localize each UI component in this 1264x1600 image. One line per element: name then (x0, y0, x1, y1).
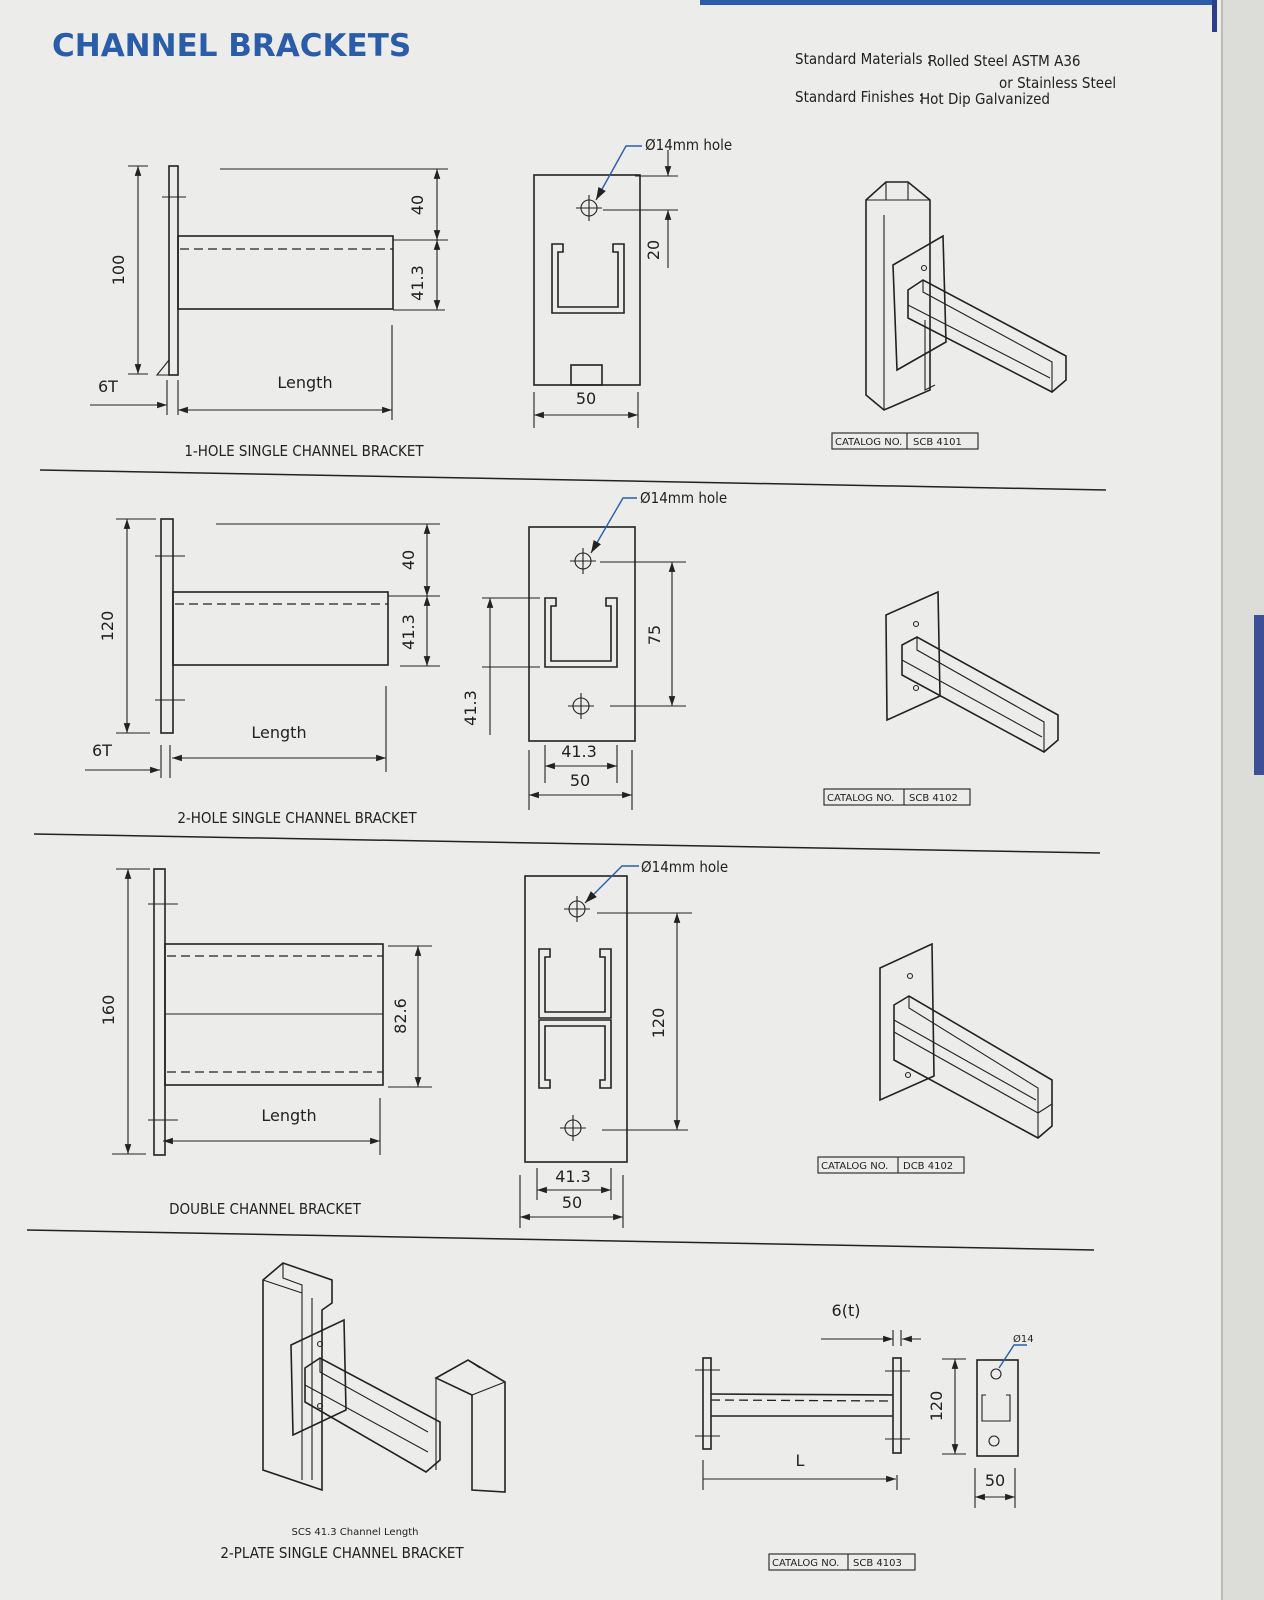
catalog-number: DCB 4102 (903, 1161, 953, 1172)
section-title: 2-HOLE SINGLE CHANNEL BRACKET (177, 809, 417, 827)
section-double-bracket: 82.6 160 Length DOUBLE CHANNEL BRACKET 1… (99, 858, 1053, 1228)
section-2hole-bracket: 40 41.3 120 6T Length 2-HOLE SINGLE CHAN… (85, 489, 1059, 827)
dim-top: 40 (408, 195, 427, 215)
side-view: 40 41.3 100 6T Length (90, 165, 448, 420)
dim-channel-width: 41.3 (561, 742, 597, 761)
section-title: 2-PLATE SINGLE CHANNEL BRACKET (220, 1544, 464, 1562)
section-divider (33, 833, 1101, 854)
front-view: 20 50 Ø14mm hole (533, 136, 732, 428)
hole-label: Ø14mm hole (645, 136, 732, 154)
catalog-label: CATALOG NO. (821, 1161, 888, 1172)
isometric-view (879, 942, 1053, 1139)
section-subtitle: SCS 41.3 Channel Length (291, 1527, 418, 1538)
materials-value: Rolled Steel ASTM A36 (928, 52, 1080, 70)
top-rule (700, 0, 1212, 5)
dim-width: 50 (570, 771, 590, 790)
section-2plate-bracket: SCS 41.3 Channel Length 2-PLATE SINGLE C… (220, 1262, 1034, 1571)
finishes-value: Hot Dip Galvanized (920, 90, 1050, 108)
catalog-number: SCB 4101 (913, 437, 962, 448)
section-title: 1-HOLE SINGLE CHANNEL BRACKET (184, 442, 424, 460)
dim-hole-spacing: 120 (649, 1008, 668, 1039)
page-edge (1222, 0, 1264, 1600)
catalog-box: CATALOG NO. SCB 4103 (768, 1553, 916, 1571)
section-1hole-bracket: 40 41.3 100 6T Length 1-HOLE SINGLE CHAN… (90, 136, 1067, 460)
catalog-label: CATALOG NO. (835, 437, 902, 448)
side-view: 40 41.3 120 6T Length (85, 518, 440, 778)
materials-alt: or Stainless Steel (999, 74, 1116, 92)
dim-hole-spacing: 20 (644, 240, 663, 260)
dim-thickness: 6T (92, 741, 112, 760)
dim-height: 120 (98, 611, 117, 642)
materials-info: Standard Materials : Rolled Steel ASTM A… (795, 50, 1116, 108)
dim-length: Length (251, 723, 306, 742)
dim-height: 120 (927, 1391, 946, 1422)
dim-height: 100 (109, 255, 128, 286)
dim-channel: 82.6 (391, 998, 410, 1034)
dim-height: 160 (99, 995, 118, 1026)
svg-text:Standard Materials :: Standard Materials : (795, 50, 931, 68)
isometric-view (865, 181, 1067, 411)
finishes-label: Standard Finishes : (795, 88, 923, 106)
isometric-view (885, 590, 1059, 753)
edge-stripe (1254, 615, 1264, 775)
catalog-label: CATALOG NO. (827, 793, 894, 804)
catalog-box: CATALOG NO. SCB 4102 (823, 788, 971, 806)
isometric-view (262, 1262, 506, 1493)
dim-thickness: 6(t) (832, 1301, 861, 1320)
dim-width: 50 (985, 1471, 1005, 1490)
dim-thickness: 6T (98, 377, 118, 396)
dim-width: 50 (562, 1193, 582, 1212)
dim-channel-side: 41.3 (461, 690, 480, 726)
dim-length: L (796, 1451, 805, 1470)
dim-top: 40 (399, 550, 418, 570)
side-view: 6(t) L (695, 1301, 921, 1490)
section-divider (39, 469, 1107, 491)
dim-length: Length (277, 373, 332, 392)
catalog-number: SCB 4102 (909, 793, 958, 804)
edge-tab (1212, 0, 1217, 32)
catalog-number: SCB 4103 (853, 1558, 902, 1569)
section-title: DOUBLE CHANNEL BRACKET (169, 1200, 362, 1218)
page-title: CHANNEL BRACKETS (52, 28, 411, 64)
dim-channel-width: 41.3 (555, 1167, 591, 1186)
materials-label: Standard Materials : (795, 50, 931, 68)
catalog-box: CATALOG NO. SCB 4101 (831, 432, 979, 450)
catalog-label: CATALOG NO. (772, 1558, 839, 1569)
dim-length: Length (261, 1106, 316, 1125)
hole-label: Ø14mm hole (640, 489, 727, 507)
front-view: 75 41.3 41.3 50 Ø14mm hole (461, 489, 727, 810)
side-view: 82.6 160 Length (99, 868, 432, 1156)
dim-width: 50 (576, 389, 596, 408)
catalog-box: CATALOG NO. DCB 4102 (817, 1156, 965, 1174)
dim-hole-spacing: 75 (645, 625, 664, 645)
dim-channel: 41.3 (399, 614, 418, 650)
hole-label: Ø14mm hole (641, 858, 728, 876)
section-divider (26, 1229, 1095, 1251)
hole-label: Ø14 (1013, 1333, 1034, 1345)
dim-channel: 41.3 (408, 265, 427, 301)
front-view: 120 50 Ø14 (927, 1333, 1034, 1508)
front-view: 120 41.3 50 Ø14mm hole (519, 858, 728, 1228)
